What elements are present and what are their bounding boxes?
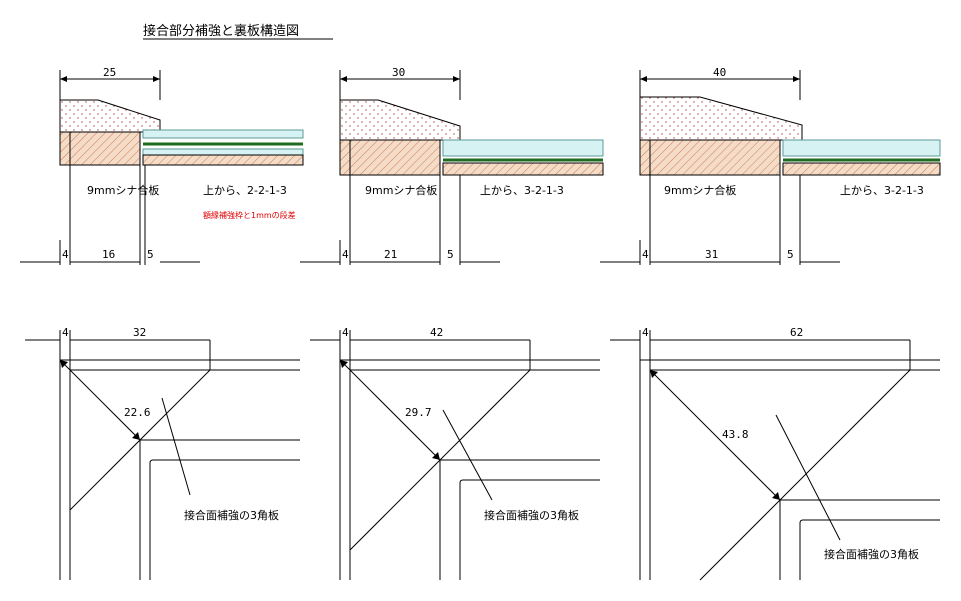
dim-top-label: 62 — [790, 326, 803, 339]
diagonal-label: 22.6 — [124, 406, 151, 419]
frame-profile — [639, 96, 803, 141]
page-title: 接合部分補強と裏板構造図 — [143, 23, 299, 39]
dim-top-label: 32 — [133, 326, 146, 339]
dim-top-label: 40 — [713, 66, 726, 79]
dim-right-label: 5 — [147, 248, 154, 261]
triangle-label: 接合面補強の3角板 — [484, 508, 579, 522]
triangle-label: 接合面補強の3角板 — [824, 547, 919, 561]
plywood-block — [339, 139, 441, 176]
dim-left-label: 4 — [342, 326, 349, 339]
dim-left-label: 4 — [62, 326, 69, 339]
diagonal — [649, 369, 781, 501]
dim-mid-label: 21 — [384, 248, 397, 261]
dim-left-label: 4 — [342, 248, 349, 261]
corner-2: 4 42 29.7 接合面補強の3角板 — [310, 326, 600, 580]
corner-1: 4 32 22.6 接合面補強の3角板 — [25, 326, 300, 580]
leader-line — [161, 397, 191, 496]
diagonal — [59, 359, 141, 441]
backing-board — [142, 154, 304, 166]
layer-label: 上から、2-2-1-3 — [203, 184, 287, 197]
leader-line — [775, 414, 841, 541]
triangle-hypotenuse — [699, 369, 911, 581]
diagonal-label: 29.7 — [405, 406, 432, 419]
inner-edge-rounded — [459, 479, 600, 580]
triangle-label: 接合面補強の3角板 — [184, 508, 279, 522]
leader-line — [442, 409, 493, 501]
plywood-block — [59, 131, 141, 166]
dim-right-label: 5 — [787, 248, 794, 261]
frame-profile — [59, 99, 161, 133]
dim-top-label: 30 — [392, 66, 405, 79]
section-2: 30 9mmシナ合板 上から、3-2-1-3 4 21 5 — [300, 66, 604, 265]
dim-left-label: 4 — [62, 248, 69, 261]
inner-edge-rounded — [149, 459, 300, 580]
glass-layer — [442, 139, 604, 157]
dim-left-label: 4 — [642, 248, 649, 261]
backing-board — [782, 162, 941, 176]
plywood-label: 9mmシナ合板 — [664, 183, 736, 197]
glass-layer — [142, 129, 304, 139]
dim-top-label: 42 — [430, 326, 443, 339]
diagonal — [339, 359, 441, 461]
plywood-label: 9mmシナ合板 — [365, 183, 437, 197]
step-note: 額縁補強枠と1mmの段差 — [203, 210, 296, 220]
layer-label: 上から、3-2-1-3 — [840, 184, 924, 197]
glass-layer-lower — [142, 148, 304, 156]
dim-right-label: 5 — [447, 248, 454, 261]
dim-left-label: 4 — [642, 326, 649, 339]
plywood-block — [639, 139, 781, 176]
section-3: 40 9mmシナ合板 上から、3-2-1-3 4 31 5 — [600, 66, 941, 265]
inner-edge-rounded — [799, 519, 940, 580]
frame-profile — [339, 99, 461, 141]
plywood-label: 9mmシナ合板 — [87, 183, 159, 197]
diagonal-label: 43.8 — [722, 428, 749, 441]
section-1: 25 9mmシナ合板 上から、2-2-1-3 額縁補強枠と1mmの段差 4 16… — [20, 66, 304, 265]
layer-label: 上から、3-2-1-3 — [480, 184, 564, 197]
dim-mid-label: 16 — [102, 248, 115, 261]
backing-board — [442, 162, 604, 176]
glass-layer — [782, 139, 941, 157]
corner-3: 4 62 43.8 接合面補強の3角板 — [610, 326, 940, 581]
dim-top-label: 25 — [103, 66, 116, 79]
dim-mid-label: 31 — [705, 248, 718, 261]
